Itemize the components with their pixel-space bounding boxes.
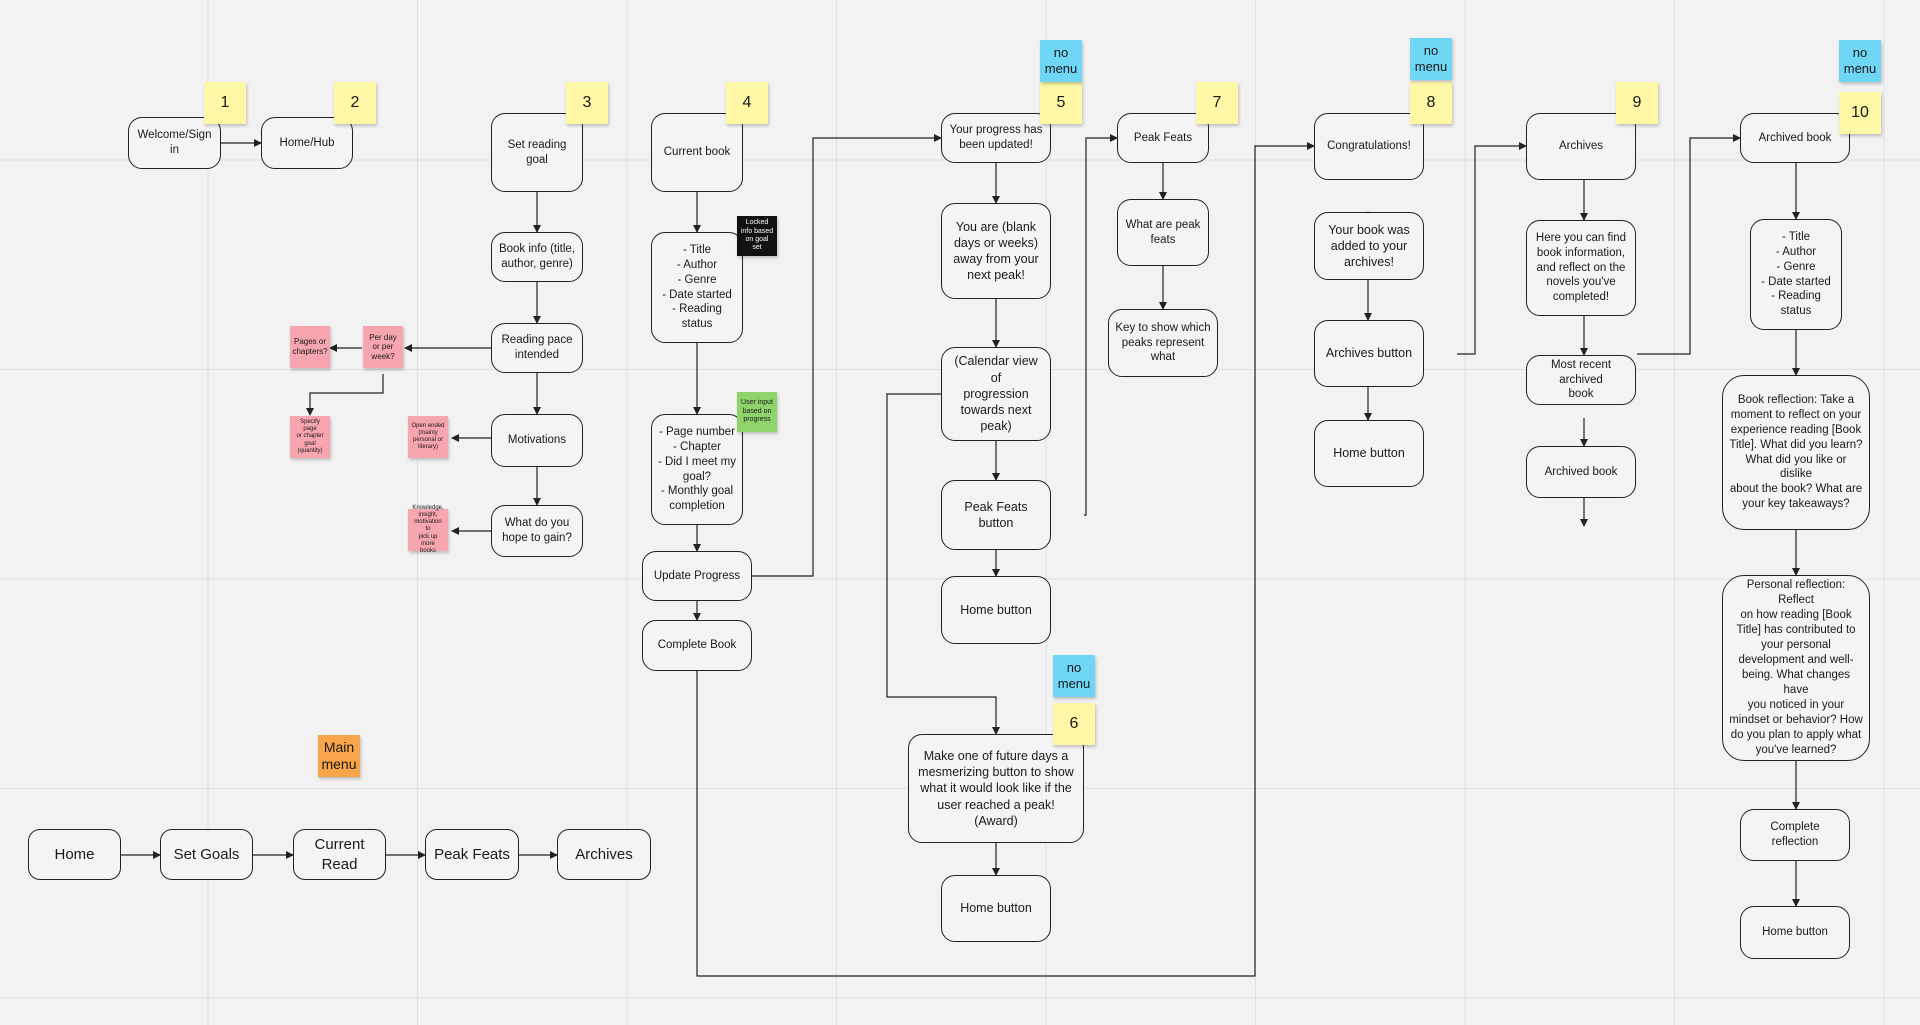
sticky-number-2[interactable]: 2: [334, 82, 376, 124]
most-recent-archived-node[interactable]: Most recent archived book: [1526, 355, 1636, 405]
sticky-number-7[interactable]: 7: [1196, 82, 1238, 124]
peak-feats-button-node[interactable]: Peak Feats button: [941, 480, 1051, 550]
calendar-view-node[interactable]: (Calendar view of progression towards ne…: [941, 347, 1051, 441]
added-to-archives-node[interactable]: Your book was added to your archives!: [1314, 212, 1424, 280]
connector: [886, 393, 1000, 735]
connector: [1457, 142, 1527, 355]
archived-book-node-10[interactable]: Archived book: [1740, 113, 1850, 163]
progress-fields-node[interactable]: - Page number - Chapter - Did I meet my …: [651, 414, 743, 525]
congratulations-node[interactable]: Congratulations!: [1314, 113, 1424, 180]
no-menu-sticky-6[interactable]: no menu: [1053, 655, 1095, 697]
home-button-node-5[interactable]: Home button: [941, 576, 1051, 644]
locked-info-sticky[interactable]: Locked info based on goal set: [737, 216, 777, 256]
complete-reflection-node[interactable]: Complete reflection: [1740, 809, 1850, 861]
future-days-node[interactable]: Make one of future days a mesmerizing bu…: [908, 734, 1084, 843]
motivations-node[interactable]: Motivations: [491, 414, 583, 467]
home-button-node-10[interactable]: Home button: [1740, 906, 1850, 959]
update-progress-node[interactable]: Update Progress: [642, 551, 752, 601]
menu-home-node[interactable]: Home: [28, 829, 121, 880]
per-day-or-week-sticky[interactable]: Per day or per week?: [363, 326, 403, 368]
archived-book-node-9[interactable]: Archived book: [1526, 446, 1636, 498]
home-button-node-8[interactable]: Home button: [1314, 420, 1424, 487]
sticky-number-3[interactable]: 3: [566, 82, 608, 124]
sticky-number-6[interactable]: 6: [1053, 703, 1095, 745]
complete-book-node[interactable]: Complete Book: [642, 620, 752, 671]
knowledge-sticky[interactable]: Knowledge, insight, motivation to pick u…: [408, 505, 448, 554]
book-info-node[interactable]: Book info (title, author, genre): [491, 232, 583, 282]
user-input-sticky[interactable]: User input based on progress: [737, 392, 777, 432]
open-ended-sticky[interactable]: Open ended (mainly personal or literary): [408, 416, 448, 458]
hope-to-gain-node[interactable]: What do you hope to gain?: [491, 505, 583, 557]
progress-updated-node[interactable]: Your progress has been updated!: [941, 113, 1051, 163]
key-peaks-node[interactable]: Key to show which peaks represent what: [1108, 309, 1218, 377]
menu-archives-node[interactable]: Archives: [557, 829, 651, 880]
sticky-number-1[interactable]: 1: [204, 82, 246, 124]
archives-node[interactable]: Archives: [1526, 113, 1636, 180]
reading-pace-node[interactable]: Reading pace intended: [491, 323, 583, 373]
welcome-sign-in-node[interactable]: Welcome/Sign in: [128, 117, 221, 169]
specify-page-sticky[interactable]: Specify page or chapter goal (quantity): [290, 416, 330, 458]
days-away-node[interactable]: You are (blank days or weeks) away from …: [941, 203, 1051, 299]
menu-set-goals-node[interactable]: Set Goals: [160, 829, 253, 880]
sticky-number-8[interactable]: 8: [1410, 82, 1452, 124]
sticky-number-5[interactable]: 5: [1040, 82, 1082, 124]
home-button-node-6[interactable]: Home button: [941, 875, 1051, 942]
no-menu-sticky-10[interactable]: no menu: [1839, 40, 1881, 82]
peak-feats-node[interactable]: Peak Feats: [1117, 113, 1209, 163]
sticky-number-4[interactable]: 4: [726, 82, 768, 124]
archives-info-node[interactable]: Here you can find book information, and …: [1526, 220, 1636, 316]
book-fields-node[interactable]: - Title - Author - Genre - Date started …: [651, 232, 743, 343]
connector: [1637, 134, 1741, 355]
home-hub-node[interactable]: Home/Hub: [261, 117, 353, 169]
personal-reflection-node[interactable]: Personal reflection: Reflect on how read…: [1722, 575, 1870, 761]
connector: [306, 374, 384, 416]
sticky-number-9[interactable]: 9: [1616, 82, 1658, 124]
no-menu-sticky-8[interactable]: no menu: [1410, 38, 1452, 80]
no-menu-sticky-5[interactable]: no menu: [1040, 40, 1082, 82]
archived-fields-node[interactable]: - Title - Author - Genre - Date started …: [1750, 219, 1842, 330]
connector: [752, 134, 942, 577]
what-are-peak-feats-node[interactable]: What are peak feats: [1117, 199, 1209, 266]
archives-button-node[interactable]: Archives button: [1314, 320, 1424, 387]
sticky-number-10[interactable]: 10: [1839, 92, 1881, 134]
current-book-node[interactable]: Current book: [651, 113, 743, 192]
main-menu-sticky[interactable]: Main menu: [318, 735, 360, 777]
menu-peak-feats-node[interactable]: Peak Feats: [425, 829, 519, 880]
set-reading-goal-node[interactable]: Set reading goal: [491, 113, 583, 192]
pages-or-chapters-sticky[interactable]: Pages or chapters?: [290, 326, 330, 368]
book-reflection-node[interactable]: Book reflection: Take a moment to reflec…: [1722, 375, 1870, 530]
menu-current-read-node[interactable]: Current Read: [293, 829, 386, 880]
